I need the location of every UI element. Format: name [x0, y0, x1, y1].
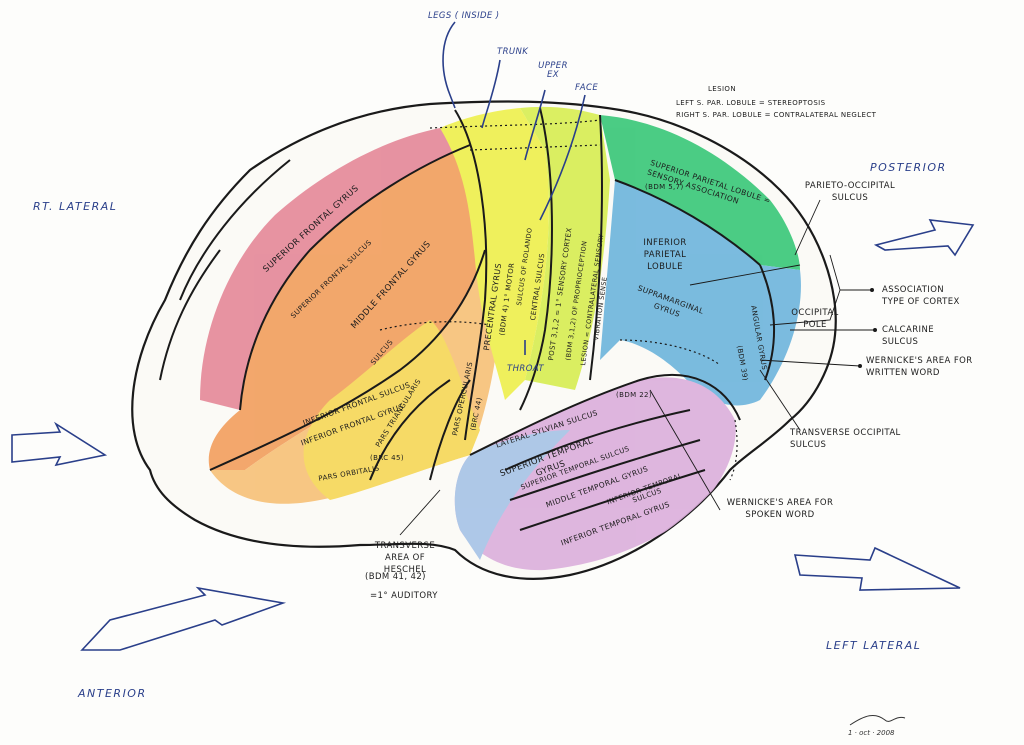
lesion-left: LEFT S. PAR. LOBULE = STEREOPTOSIS: [676, 99, 826, 107]
heschel-label: TRANSVERSE AREA OF HESCHEL: [374, 541, 436, 575]
direction-arrows: [11, 21, 975, 651]
parieto-occipital-label: PARIETO-OCCIPITAL SULCUS: [804, 181, 896, 203]
brodmann-45-label: (BRC 45): [370, 454, 404, 462]
region-precentral: [440, 108, 549, 400]
region-temporal: [454, 377, 736, 571]
transverse-occipital-label: TRANSVERSE OCCIPITAL SULCUS: [790, 428, 901, 450]
bdm22-label: (BDM 22): [616, 391, 653, 399]
dotted-boundaries: [379, 119, 738, 481]
face-label: FACE: [575, 83, 599, 93]
legs-arrow: [442, 21, 456, 109]
anterior-label: ANTERIOR: [78, 687, 147, 700]
wernicke-spoken-label: WERNICKE'S AREA FOR SPOKEN WORD: [726, 498, 834, 520]
wernicke-written-label: WERNICKE'S AREA FOR WRITTEN WORD: [866, 356, 973, 378]
signature: [849, 714, 906, 726]
face-arrow: [539, 94, 586, 221]
inferior-parietal-label: INFERIOR PARIETAL LOBULE: [643, 238, 687, 272]
signature-date: 1 · oct · 2008: [848, 729, 895, 737]
upper-ex-arrow: [524, 89, 546, 161]
sulci: [159, 107, 776, 531]
pointer-lines: [399, 199, 875, 536]
bdm4142-label: (BDM 41, 42): [365, 572, 426, 582]
trunk-arrow: [481, 59, 501, 129]
region-temporal-blue: [454, 430, 570, 560]
trunk-label: TRUNK: [497, 47, 529, 57]
bdm57-label: (BDM 5,7): [645, 183, 684, 191]
arrow-left-lateral: [793, 546, 961, 591]
rt-lateral-label: RT. LATERAL: [33, 200, 118, 213]
throat-label: THROAT: [507, 364, 544, 374]
left-lateral-label: LEFT LATERAL: [826, 639, 922, 652]
arrow-posterior: [873, 219, 975, 257]
occipital-pole-label: OCCIPITAL POLE: [791, 308, 839, 330]
pointer-dots: [858, 288, 877, 368]
upper-ex-label: UPPER EX: [538, 61, 568, 80]
arrow-anterior: [80, 586, 287, 651]
region-middle-frontal: [208, 145, 485, 470]
region-inferior-parietal: [600, 180, 801, 406]
lesion-title: LESION: [708, 85, 736, 93]
legs-label: LEGS ( INSIDE ): [428, 11, 500, 21]
calcarine-label: CALCARINE SULCUS: [882, 325, 934, 347]
lesion-right: RIGHT S. PAR. LOBULE = CONTRALATERAL NEG…: [676, 111, 877, 119]
arrow-rt-lateral: [11, 421, 108, 467]
region-postcentral: [520, 106, 610, 390]
association-label: ASSOCIATION TYPE OF CORTEX: [882, 285, 960, 307]
region-superior-parietal: [600, 115, 800, 270]
auditory-label: =1° AUDITORY: [370, 591, 438, 601]
posterior-label: POSTERIOR: [870, 161, 947, 174]
